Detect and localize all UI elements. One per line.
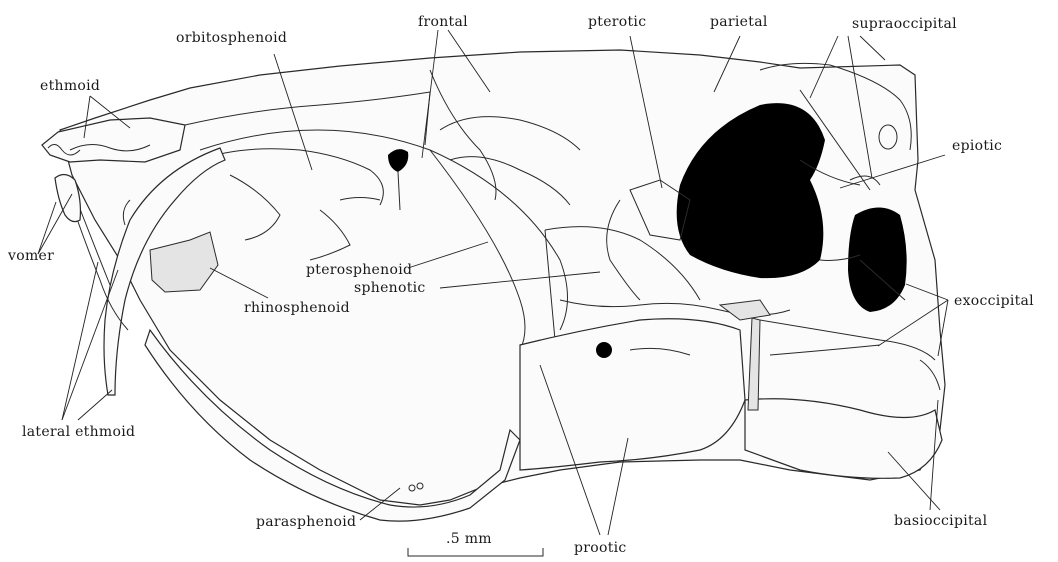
label-vomer: vomer	[8, 248, 54, 264]
scale-bar	[408, 548, 543, 556]
label-pterotic: pterotic	[588, 14, 646, 30]
label-pterosphenoid: pterosphenoid	[306, 262, 412, 278]
label-lateral-ethmoid: lateral ethmoid	[22, 424, 135, 440]
label-exoccipital: exoccipital	[954, 293, 1034, 309]
label-basioccipital: basioccipital	[894, 513, 987, 529]
label-parasphenoid: parasphenoid	[256, 514, 356, 530]
label-supraoccipital: supraoccipital	[852, 16, 957, 32]
ethmoid-bone	[42, 118, 185, 162]
label-frontal: frontal	[418, 14, 468, 30]
posttemporal-fossa-lower	[848, 208, 907, 313]
prootic-foramen	[596, 342, 612, 358]
label-epiotic: epiotic	[952, 138, 1002, 154]
label-sphenotic: sphenotic	[354, 280, 426, 296]
label-prootic: prootic	[574, 540, 627, 556]
label-ethmoid: ethmoid	[40, 78, 100, 94]
scale-bar-label: .5 mm	[446, 531, 492, 547]
label-rhinosphenoid: rhinosphenoid	[244, 300, 350, 316]
label-orbitosphenoid: orbitosphenoid	[176, 30, 287, 46]
label-parietal: parietal	[710, 14, 768, 30]
